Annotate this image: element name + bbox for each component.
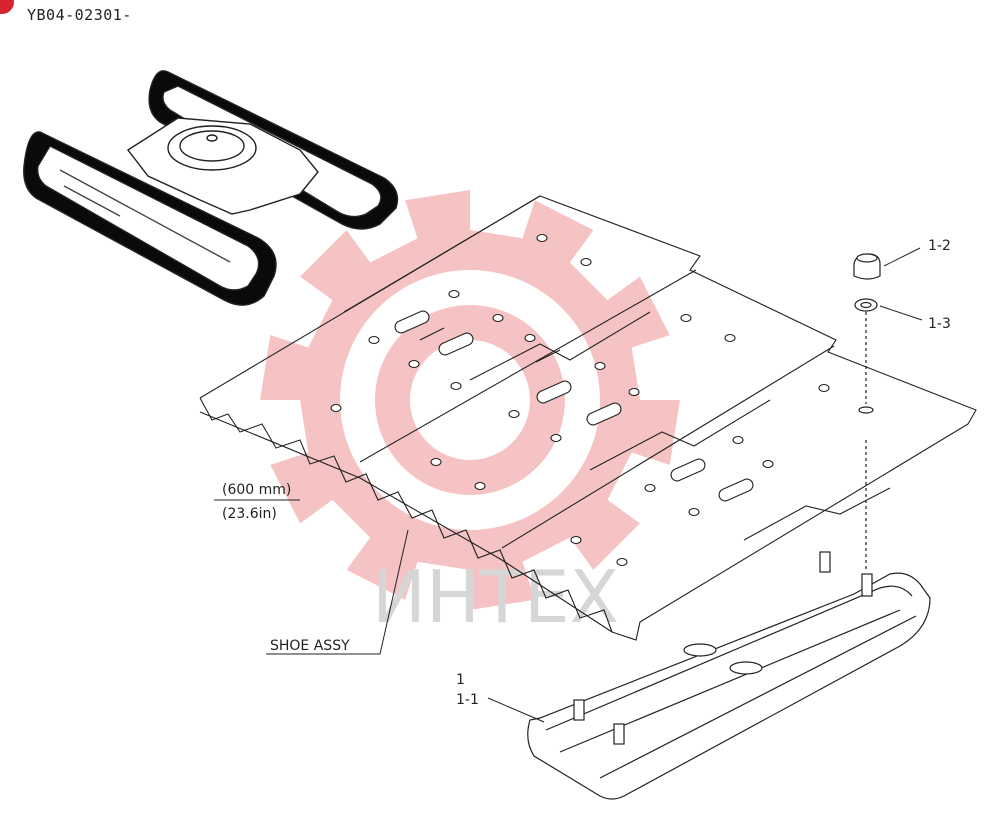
- bolt-hole: [448, 289, 460, 299]
- label-part-1-2: 1-2: [928, 238, 951, 254]
- bolt-hole: [430, 457, 442, 467]
- bolt-hole: [524, 333, 536, 343]
- bolt-hole: [550, 433, 562, 443]
- shoe-plate-outline: [199, 195, 977, 641]
- label-part-1-3: 1-3: [928, 316, 951, 332]
- document-number: YB04-02301-: [27, 6, 132, 24]
- bolt-hole: [644, 483, 656, 493]
- watermark-text: ИНТЕХ: [372, 555, 619, 639]
- bolt-slot: [586, 402, 622, 426]
- bolt-slot: [670, 458, 706, 482]
- undercarriage-illustration: [23, 70, 399, 306]
- bolt-hole: [570, 535, 582, 545]
- track-shoes-illustration: [199, 195, 977, 641]
- bolt-hole: [628, 387, 640, 397]
- gear-logo-icon: ИНТЕХ: [260, 190, 680, 639]
- bolt-hole: [408, 359, 420, 369]
- bolt-hole: [330, 403, 342, 413]
- bolt-hole: [450, 381, 462, 391]
- pad-studs: [573, 551, 873, 745]
- bolt-hole: [536, 233, 548, 243]
- label-part-1: 1: [456, 672, 465, 688]
- label-width-in: (23.6in): [222, 506, 277, 522]
- nut-and-washer: [853, 253, 881, 570]
- bolt-hole: [580, 257, 592, 267]
- bolt-slot: [718, 478, 754, 502]
- bolt-hole: [492, 313, 504, 323]
- bolt-hole: [368, 335, 380, 345]
- bolt-slot: [394, 310, 430, 334]
- bolt-hole: [508, 409, 520, 419]
- label-width-mm: (600 mm): [222, 482, 291, 498]
- bolt-hole: [732, 435, 744, 445]
- rubber-pad-illustration: [527, 551, 931, 800]
- label-shoe-assy: SHOE ASSY: [270, 638, 350, 654]
- bolt-hole: [762, 459, 774, 469]
- leader-lines: [214, 247, 923, 723]
- bolt-hole: [818, 383, 830, 393]
- bolt-hole: [594, 361, 606, 371]
- bolt-hole: [680, 313, 692, 323]
- bolt-slot: [438, 332, 474, 356]
- rubber-pad-body: [527, 572, 931, 800]
- bolt-hole: [688, 507, 700, 517]
- gear-ring: [410, 340, 530, 460]
- bolt-slot: [536, 380, 572, 404]
- shoe-grouser-teeth: [199, 397, 613, 633]
- bolt-hole: [724, 333, 736, 343]
- bolt-holes: [330, 233, 830, 567]
- label-part-1-1: 1-1: [456, 692, 479, 708]
- bolt-hole: [616, 557, 628, 567]
- bolt-hole: [474, 481, 486, 491]
